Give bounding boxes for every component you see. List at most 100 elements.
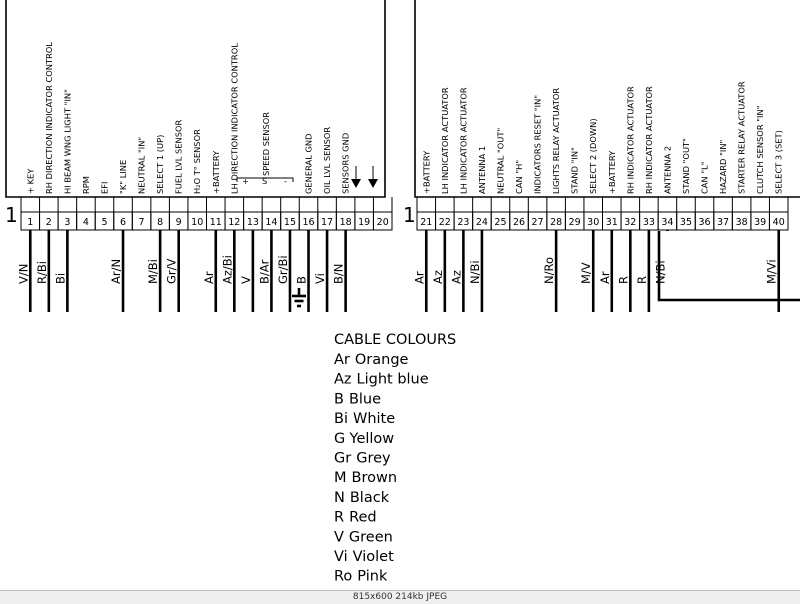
- pin-label: NEUTRAL "OUT": [495, 128, 505, 194]
- legend-item-code: M: [334, 470, 347, 486]
- pin-34-wire-route: [657, 231, 800, 302]
- wire-colour-code: N/Bi: [653, 260, 667, 284]
- pin-label: + KEY: [25, 168, 35, 194]
- pin-number: 11: [210, 217, 222, 228]
- pin-number: 16: [302, 217, 314, 228]
- speed-sensor-label: SPEED SENSOR: [261, 112, 271, 176]
- wire-colour-code: Bi: [53, 273, 67, 284]
- legend-item-code: Ar: [334, 352, 350, 368]
- pin-number: 19: [358, 217, 370, 228]
- ground-icon: [292, 288, 306, 308]
- pin-label: H₂O T° SENSOR: [192, 129, 202, 194]
- pin-number: 17: [321, 217, 333, 228]
- legend-item-code: R: [334, 510, 344, 526]
- legend-item-code: G: [334, 431, 345, 447]
- pin-label: RH INDICATOR ACTUATOR: [625, 86, 635, 194]
- legend-item-code: Gr: [334, 451, 351, 467]
- connector-left-index: 1: [5, 203, 18, 227]
- pin-label: LH INDICATOR ACTUATOR: [458, 87, 468, 194]
- pin-number: 6: [120, 217, 126, 228]
- wire-colour-code: V/N: [16, 264, 30, 284]
- speed-sensor-s: S: [262, 176, 267, 186]
- legend-item-name: Light blue: [357, 372, 429, 388]
- speed-sensor-group: SPEED SENSOR + S -: [236, 112, 294, 186]
- pin-number: 20: [377, 217, 389, 228]
- pin-label: CAN "L": [700, 161, 710, 194]
- pin-number: 40: [773, 217, 785, 228]
- pin-number: 3: [64, 217, 70, 228]
- pin-label: GENERAL GND: [304, 133, 314, 194]
- pin-label: LH INDICATOR ACTUATOR: [440, 87, 450, 194]
- pin-label: EFI: [99, 182, 109, 194]
- pin-number: 31: [606, 217, 618, 228]
- pin-label: CLUTCH SENSOR "IN": [755, 105, 765, 194]
- pin-label: "K" LINE: [118, 160, 128, 194]
- pin-label: STAND "IN": [570, 147, 580, 194]
- pin-number: 26: [513, 217, 525, 228]
- pin-number: 35: [680, 217, 692, 228]
- pin-label: OIL LVL SENSOR: [322, 127, 332, 194]
- legend-item: Gr Grey: [334, 451, 391, 467]
- legend-item-name: Orange: [355, 352, 409, 368]
- status-bar: 815x600 214kb JPEG: [0, 590, 800, 604]
- wire-colour-code: N/Ro: [542, 257, 556, 284]
- pin-number: 1: [27, 217, 33, 228]
- wire-colour-code: Gr/Bi: [276, 255, 290, 284]
- connector-left-outline: [5, 0, 386, 198]
- legend-item-name: Grey: [356, 451, 391, 467]
- legend-item-name: Yellow: [349, 431, 395, 447]
- pin-label: LH DIRECTION INDICATOR CONTROL: [229, 43, 239, 194]
- pin-number: 25: [494, 217, 506, 228]
- legend-item: Ro Pink: [334, 569, 388, 585]
- wire-colour-code: M/Vi: [765, 259, 779, 284]
- legend-item: B Blue: [334, 391, 381, 407]
- pin-number: 38: [736, 217, 748, 228]
- pin-number: 12: [228, 217, 240, 228]
- legend-item: Ar Orange: [334, 352, 409, 368]
- pin-number: 27: [532, 217, 544, 228]
- wire-colour-code: Az: [431, 270, 445, 284]
- wire-colour-code: M/V: [579, 262, 593, 284]
- wire-colour-code: B: [295, 276, 309, 284]
- pin-label: ANTENNA 1: [477, 146, 487, 194]
- pin-label: STAND "OUT": [681, 138, 691, 194]
- pin-number: 29: [569, 217, 581, 228]
- pin-label: INDICATORS RESET "IN": [533, 95, 543, 194]
- pin-number: 7: [139, 217, 145, 228]
- legend-item-name: Brown: [352, 470, 398, 486]
- wire-colour-code: Vi: [313, 273, 327, 284]
- legend-item-name: Violet: [353, 549, 394, 565]
- pin-number: 32: [624, 217, 636, 228]
- pin-number: 37: [717, 217, 729, 228]
- legend-item-code: Ro: [334, 569, 352, 585]
- pin-label: HAZARD "IN": [718, 139, 728, 194]
- pin-number: 30: [587, 217, 599, 228]
- speed-sensor-minus: -: [284, 176, 287, 186]
- pin-number: 23: [457, 217, 469, 228]
- pin-number: 28: [550, 217, 562, 228]
- wire-colour-code: Gr/V: [165, 258, 179, 284]
- pin-label: SELECT 2 (DOWN): [588, 118, 598, 194]
- pin-cell: [372, 211, 393, 231]
- legend-item-name: Black: [350, 490, 390, 506]
- wire-colour-code: V: [239, 276, 253, 284]
- pin-label: LIGHTS RELAY ACTUATOR: [551, 88, 561, 194]
- legend-item-code: V: [334, 529, 344, 545]
- wire-colour-code: Az/Bi: [220, 255, 234, 284]
- legend-item-name: Blue: [349, 391, 381, 407]
- pin-label: RPM: [81, 176, 91, 194]
- legend-item-code: Az: [334, 372, 352, 388]
- legend-item-name: Pink: [357, 569, 388, 585]
- wire-colour-code: Ar: [598, 271, 612, 284]
- pin-label: RH DIRECTION INDICATOR CONTROL: [44, 42, 54, 194]
- pin-label: NEUTRAL "IN": [137, 137, 147, 194]
- legend-item-name: White: [353, 411, 395, 427]
- speed-sensor-plus: +: [242, 176, 249, 186]
- legend-item-code: B: [334, 391, 344, 407]
- pin-number: 34: [661, 217, 673, 228]
